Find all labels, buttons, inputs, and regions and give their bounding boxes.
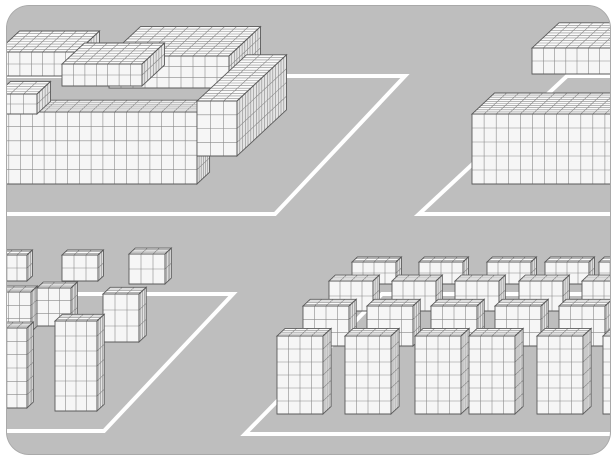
block-stack-bottom-left-6: [103, 287, 146, 342]
block-stack-bottom-right-18: [415, 328, 469, 414]
block-stack-bottom-right-17: [345, 328, 399, 414]
block-stack-bottom-left-3: [129, 248, 171, 284]
block-stack-bottom-right-16: [277, 328, 331, 414]
block-stack-bottom-right-21: [603, 328, 610, 414]
illustration-frame: [7, 6, 610, 454]
block-stack-bottom-left-7: [7, 322, 33, 408]
isometric-blocks-scene: [7, 6, 610, 454]
block-stack-bottom-left-1: [7, 250, 32, 281]
block-stack-bottom-left-2: [62, 250, 103, 281]
block-mass-top-left-back-mid: [62, 43, 165, 86]
block-stack-bottom-left-8: [55, 314, 104, 411]
block-stack-bottom-right-19: [469, 328, 523, 414]
block-stack-bottom-right-20: [537, 328, 591, 414]
block-mass-top-right-front: [472, 93, 610, 184]
